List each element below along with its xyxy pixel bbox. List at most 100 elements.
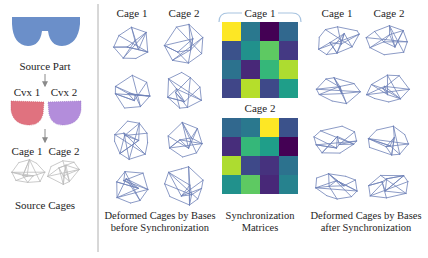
convex-part [48,101,81,125]
cage-edge [325,27,337,30]
cage-edge [188,167,190,205]
cage-edge [375,98,389,101]
cage-edge [115,121,128,135]
caption-text: Deformed Cages by Bases before Synchroni… [101,210,219,234]
cage-edge [314,131,321,137]
cage-edge [338,27,358,31]
cage-edge [140,96,149,107]
cage-edge [48,169,80,176]
cage-edge [12,172,45,173]
cage-edge [19,160,30,163]
cage-edge [12,172,33,176]
cage-edge [169,79,202,100]
matrix-cell [222,137,241,156]
cage-edge [129,123,139,159]
cage-edge [375,26,390,32]
cage-edge [29,160,40,182]
cage-edge [346,176,356,180]
cage-edge [169,169,182,173]
part-label: Cage 1 [245,7,276,20]
cage-edge [117,189,148,197]
cage-wireframe [316,78,360,104]
cage-edge [387,75,399,77]
cage-edge [316,87,340,90]
cage-edge [383,89,388,95]
cage-edge [115,133,124,134]
matrix-cell [241,22,260,41]
part-label: Cage 2 [169,7,200,20]
cage-edge [164,46,177,53]
cage-edge [164,46,177,53]
cage-edge [123,32,146,58]
cage-edge [189,167,203,180]
cage-edge [124,133,129,159]
caption-text: Synchronization Matrices [213,210,308,234]
cage-edge [114,47,128,48]
cage-edge [169,79,177,89]
cage-edge [316,145,336,148]
cage-edge [180,107,188,109]
separator [98,4,99,252]
cage-wireframe [115,75,149,108]
cage-edge [114,47,128,48]
cage-wireframe [12,160,45,183]
cage-edge [182,167,189,169]
part-label: Source Part [19,60,70,73]
cage-edge [170,144,203,148]
cage-edge [33,172,45,176]
cage-edge [384,52,403,54]
cage-edge [357,31,359,34]
cage-edge [319,30,325,38]
cages [12,24,410,205]
cage-wireframe [164,24,202,63]
cage-edge [329,174,352,197]
part-label: Cage 2 [374,7,405,20]
cage-edge [370,48,384,55]
cage-edge [339,84,354,87]
cage-edge [351,191,357,197]
cage-edge [389,26,394,47]
cage-edge [181,195,191,196]
part-label: Cage 1 [12,145,43,158]
cage-edge [182,122,188,148]
cage-edge [169,172,182,196]
cage-edge [37,163,45,172]
cage-edge [355,180,357,191]
cage-edge [334,78,346,104]
cage-edge [165,172,169,184]
cage-edge [167,79,169,97]
cage-edge [134,95,136,101]
matrix-cell [260,175,279,194]
sync-matrix [222,22,298,98]
cage-edge [322,152,340,153]
cage-edge [119,36,148,52]
cage-edge [337,197,351,199]
cage-edge [125,172,143,174]
cage-edge [403,31,407,42]
matrix-cell [241,60,260,79]
cage-edge [319,93,342,95]
source-part [12,17,80,46]
cage-edge [48,176,64,184]
matrix-cell [222,60,241,79]
cage-edge [147,82,150,96]
cage-edge [115,86,128,93]
cage-wireframe [115,121,148,159]
cage-edge [329,181,337,187]
cage-edge [124,181,148,190]
cage-edge [63,161,70,182]
cage-edge [317,174,329,178]
cage-edge [342,92,360,94]
cage-edge [400,89,409,99]
cage-edge [369,182,382,186]
cage-edge [354,84,360,92]
cage-edge [120,140,139,153]
cage-edge [181,188,201,196]
cage-edge [368,139,408,144]
cage-edge [23,160,30,176]
cage-edge [386,193,406,197]
matrix-cell [222,41,241,60]
cage-edge [115,94,124,108]
cage-edge [115,75,132,86]
cage-edge [355,132,357,141]
